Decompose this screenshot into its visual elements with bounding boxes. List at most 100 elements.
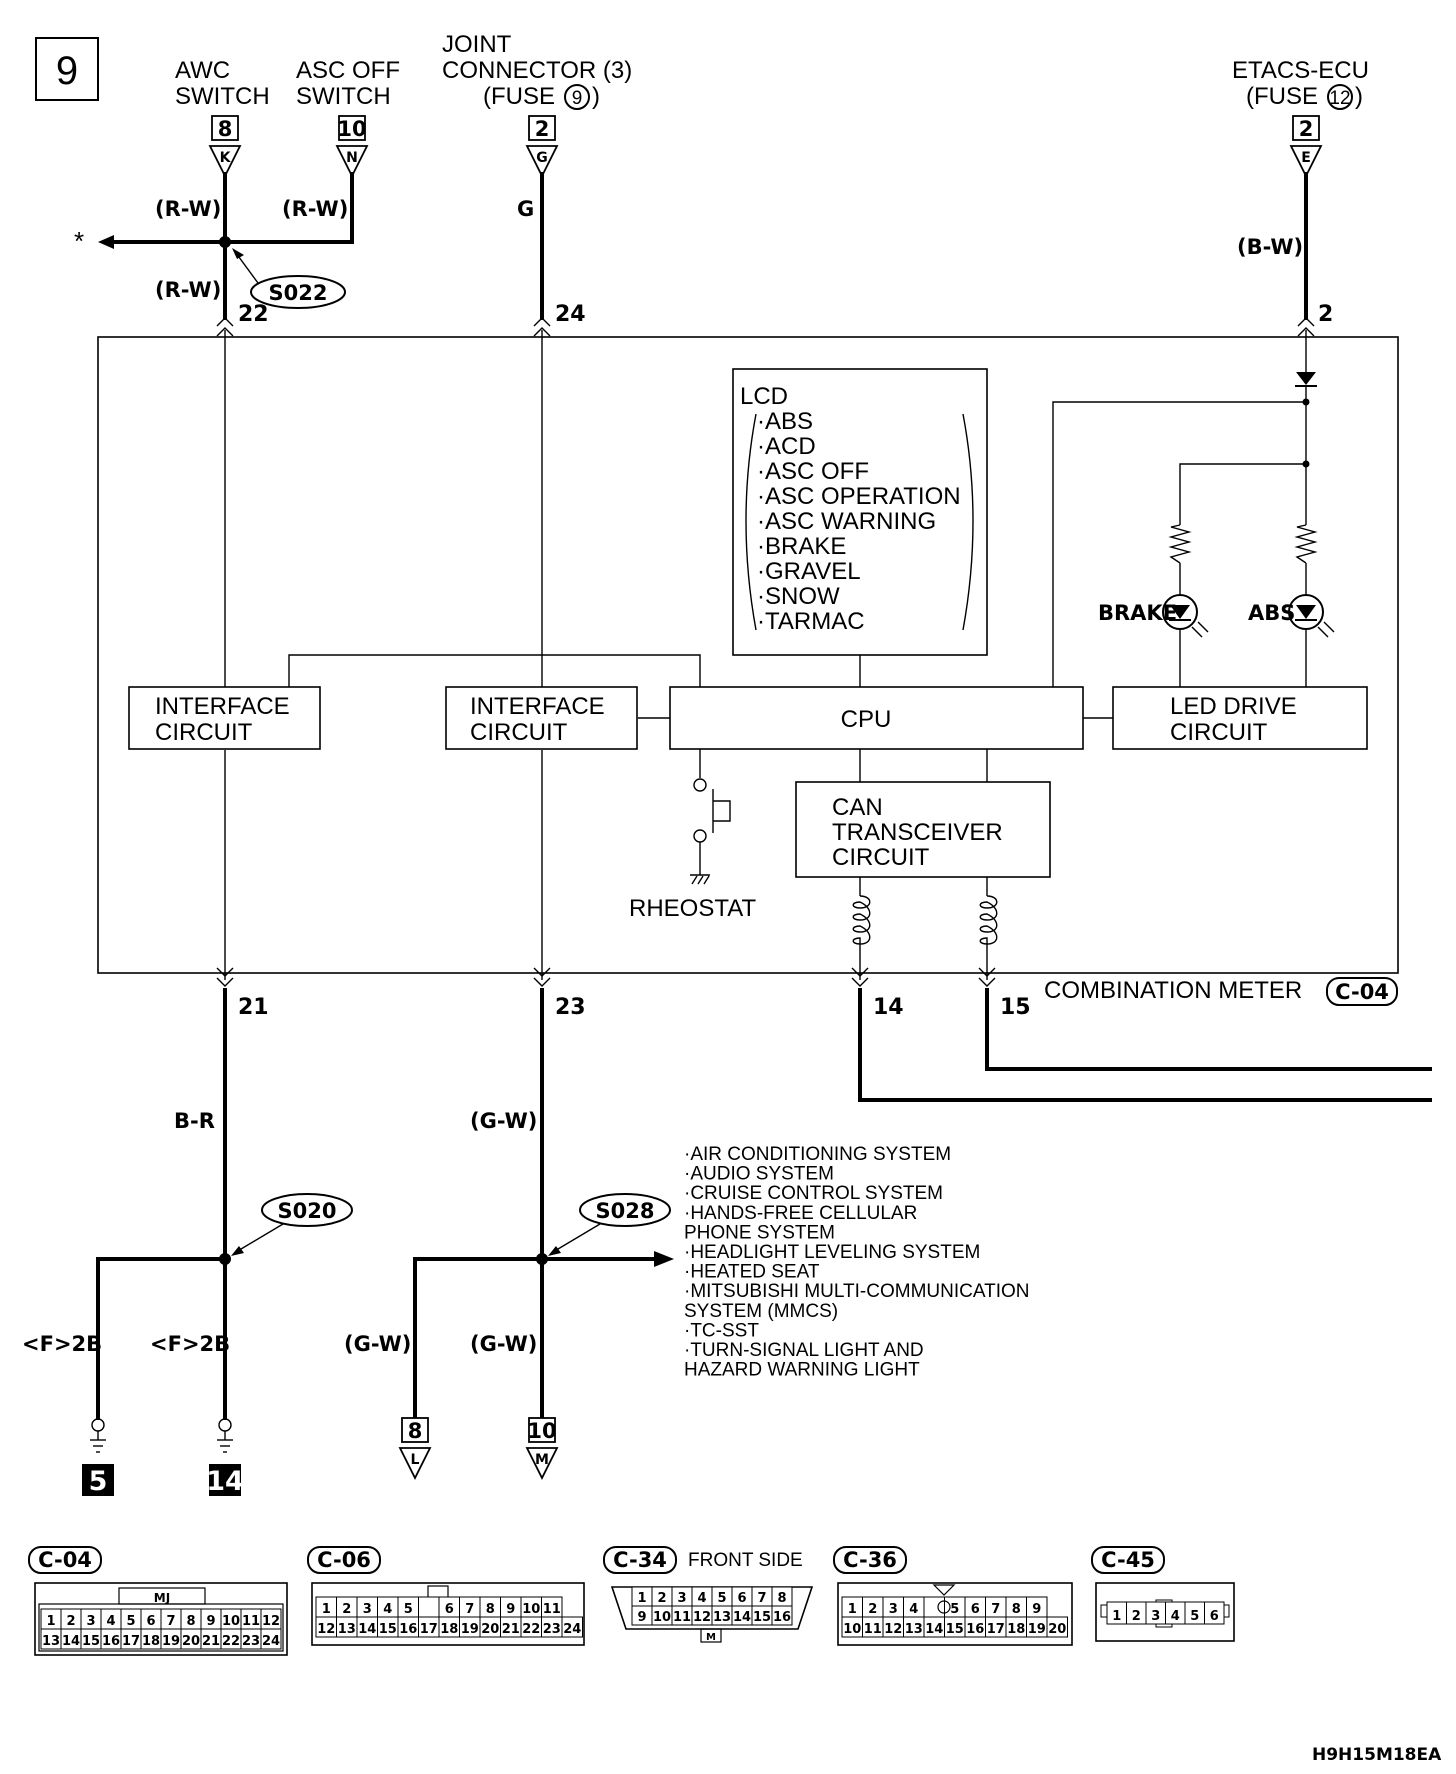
c06-top-cell-label: 4 — [383, 1602, 392, 1617]
rheostat-ground-tick-1 — [691, 875, 698, 885]
can-line1: CAN — [832, 794, 883, 821]
c36-top-cell-label: 7 — [991, 1602, 1000, 1617]
connector-8: 8L — [398, 1417, 432, 1481]
etacs-connector-triangle — [1289, 145, 1323, 179]
c06-top-cell-label: 1 — [322, 1602, 331, 1617]
c06-top-cell-label: 3 — [363, 1602, 372, 1617]
c06-tag: C-06 — [317, 1548, 371, 1572]
rheostat-ground-tick-2 — [697, 875, 704, 885]
can-line3: CIRCUIT — [832, 844, 930, 871]
splice-s020-pointer-head — [231, 1246, 244, 1256]
c04-bottom-cell-label: 22 — [222, 1634, 240, 1649]
c04-bottom-cell-label: 20 — [182, 1634, 200, 1649]
c34-top-cell-label: 7 — [757, 1591, 766, 1606]
system-item: ·MITSUBISHI MULTI-COMMUNICATION — [684, 1281, 1030, 1302]
c34-bottom-cell-label: 16 — [773, 1610, 791, 1625]
ground-5: 5 — [82, 1418, 114, 1497]
splice-s028-pointer-head — [548, 1246, 561, 1256]
c06-tag-outline — [307, 1546, 381, 1574]
wire-code-8: (G-W) — [344, 1332, 411, 1356]
wire-code-left-ground: <F>2B — [22, 1332, 102, 1356]
c06-bottom-cell-label: 20 — [481, 1622, 499, 1637]
meter-terminal-top-1 — [533, 317, 551, 327]
c34-key — [700, 1628, 722, 1643]
etacs-ecu-line1: ETACS-ECU — [1232, 57, 1369, 84]
interface-circuit-1-line1: INTERFACE — [155, 693, 290, 720]
splice-s020-pointer — [235, 1223, 284, 1253]
joint-connector-line1: JOINT — [442, 31, 512, 58]
joint-fuse-circle — [564, 84, 590, 110]
joint-connector: 2G — [525, 115, 559, 179]
rheostat-switch-knob — [713, 800, 731, 822]
c36-bottom-cell-label: 20 — [1048, 1622, 1066, 1637]
lcd-item: ·ASC WARNING — [757, 508, 936, 535]
awc-switch-line1: AWC — [175, 57, 230, 84]
splice-s028-pointer — [552, 1223, 601, 1253]
c34-key-label: M — [706, 1632, 716, 1643]
c04-top-cell-label: 4 — [106, 1614, 115, 1629]
rheostat-label: RHEOSTAT — [629, 895, 756, 922]
meter-terminal-bottom-outer-0 — [216, 977, 234, 987]
c36-top-cell-label: 3 — [889, 1602, 898, 1617]
system-item: ·CRUISE CONTROL SYSTEM — [684, 1183, 943, 1204]
wire-code-21: B-R — [174, 1109, 215, 1133]
lcd-item: ·TARMAC — [757, 608, 865, 635]
lcd-item: ·SNOW — [757, 583, 840, 610]
meter-pin-23: 23 — [555, 995, 586, 1020]
lcd-item-list: ·ABS·ACD·ASC OFF·ASC OPERATION·ASC WARNI… — [757, 408, 961, 635]
joint-pin-box — [528, 115, 556, 141]
connector-8-letter: L — [411, 1452, 420, 1468]
c06-bottom-cell-label: 13 — [338, 1622, 356, 1637]
c36-tag-outline — [833, 1546, 907, 1574]
int-wire-cpu-power — [1052, 401, 1306, 687]
ground-14: 14 — [206, 1418, 244, 1497]
awc-connector-triangle — [208, 145, 242, 179]
wire-code-joint: G — [517, 197, 534, 221]
meter-pin-21: 21 — [238, 995, 269, 1020]
resistor-0 — [1168, 524, 1192, 564]
awc-connector-letter: K — [220, 150, 232, 166]
c45-housing — [1095, 1582, 1235, 1642]
c04-bottom-cell-label: 19 — [162, 1634, 180, 1649]
wire-code-10: (G-W) — [470, 1332, 537, 1356]
rheostat-contact-1 — [693, 778, 707, 792]
c45-row-cell-label: 2 — [1132, 1609, 1141, 1624]
wire-code-awc: (R-W) — [155, 197, 221, 221]
c04-housing — [34, 1582, 288, 1656]
meter-pin-14: 14 — [873, 995, 904, 1020]
c34-top-cell-label: 4 — [697, 1591, 706, 1606]
meter-pin-2: 2 — [1318, 302, 1333, 327]
abs-led-label: ABS — [1248, 601, 1295, 625]
lcd-item: ·BRAKE — [757, 533, 846, 560]
c34-bottom-cell-label: 14 — [733, 1610, 751, 1625]
c04-top-cell-label: 10 — [222, 1614, 240, 1629]
cpu-box — [669, 686, 1084, 750]
meter-terminal-bottom-outer-1 — [533, 977, 551, 987]
c04-bottom-cell-label: 17 — [122, 1634, 140, 1649]
c34-top-cell-label: 8 — [777, 1591, 786, 1606]
c36-top-cell-label: 1 — [848, 1602, 857, 1617]
continuation-marker: * — [74, 226, 84, 256]
c34-bottom-cell — [771, 1605, 793, 1626]
c04-top-cell-label: 8 — [186, 1614, 195, 1629]
system-item: ·TURN-SIGNAL LIGHT AND — [684, 1340, 924, 1361]
led-drive-line2: CIRCUIT — [1170, 719, 1268, 746]
can-coil-0 — [852, 895, 871, 945]
c36-bottom-cell-label: 17 — [987, 1622, 1005, 1637]
c36-bottom-cell-label: 11 — [864, 1622, 882, 1637]
c06-top-cell-label: 11 — [543, 1602, 561, 1617]
c36-bottom-cell-label: 13 — [905, 1622, 923, 1637]
rheostat-ground-tick-3 — [703, 875, 710, 885]
awc-connector: 8K — [208, 115, 242, 179]
left-branch-arrow — [98, 235, 114, 249]
wire-s028-left — [413, 1257, 542, 1420]
meter-terminal-bottom-outer-3 — [978, 977, 996, 987]
c34-note: FRONT SIDE — [688, 1550, 803, 1571]
c34-top-cell-label: 1 — [637, 1591, 646, 1606]
c36-bottom-cell-label: 16 — [966, 1622, 984, 1637]
awc-pin-number: 8 — [218, 117, 233, 141]
c34-top-cell-label: 5 — [717, 1591, 726, 1606]
splice-s020-label: S020 — [278, 1199, 337, 1223]
system-item: HAZARD WARNING LIGHT — [684, 1360, 920, 1381]
